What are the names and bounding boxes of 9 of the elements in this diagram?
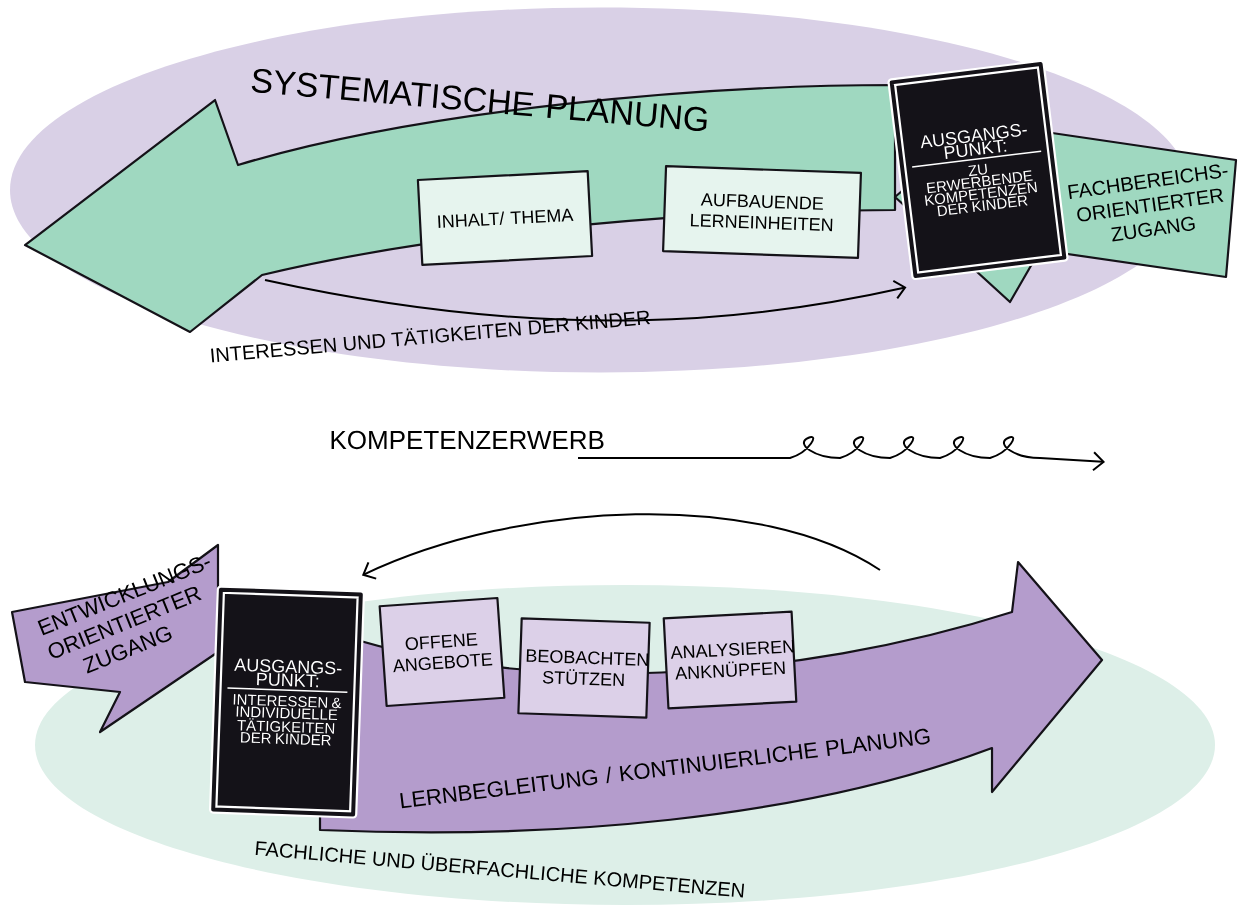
- label-text: KOMPETENZERWERB: [331, 430, 604, 450]
- step-box: INHALT/ THEMA: [416, 170, 594, 266]
- step-box: ANALYSIEREN ANKNÜPFEN: [662, 610, 798, 710]
- start-point-box: AUSGANGS-PUNKT: ZU ERWERBENDE KOMPETENZEN DER KINDER: [887, 59, 1069, 281]
- step-box: AUFBAUENDE LERNEINHEITEN: [662, 165, 863, 259]
- curved-arrow: [361, 513, 881, 580]
- step-box: BEOBACHTEN STÜTZEN: [517, 617, 651, 719]
- curved-arrow: [264, 279, 907, 322]
- start-point-box: AUSGANGS-PUNKT: INTERESSEN & INDIVIDUELLE TÄTIGKEITEN DER KINDER: [209, 585, 365, 819]
